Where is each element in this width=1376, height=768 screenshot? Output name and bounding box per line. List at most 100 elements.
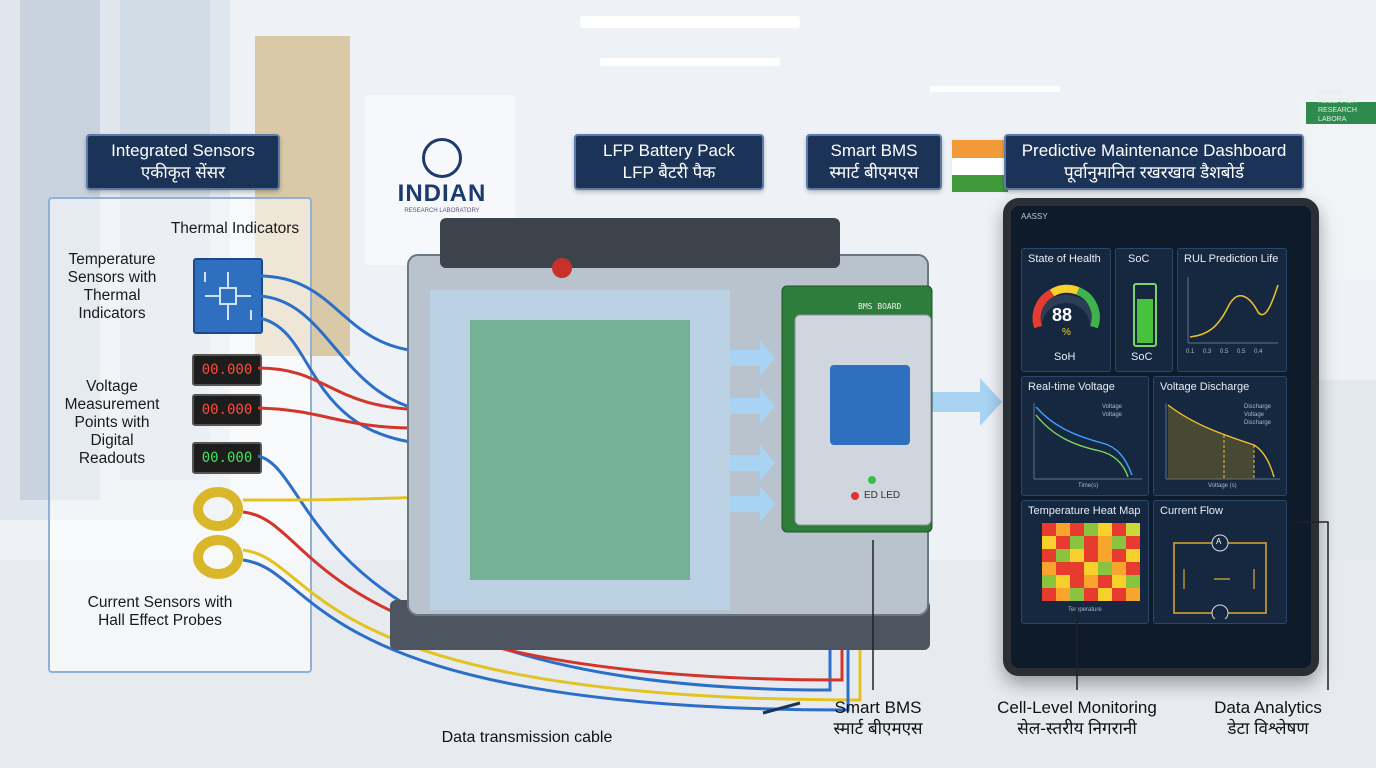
heat-map-cell — [1056, 523, 1070, 536]
rtv-legend-item: Voltage — [1102, 412, 1123, 418]
realtime-voltage-title: Real-time Voltage — [1028, 381, 1115, 393]
current-flow-title: Current Flow — [1160, 505, 1223, 517]
current-flow-circuit — [1173, 534, 1267, 619]
header-en: LFP Battery Pack — [603, 141, 735, 160]
rul-tick: 0.4 — [1254, 349, 1263, 355]
rul-tick: 0.1 — [1186, 349, 1195, 355]
heat-map-cell — [1112, 588, 1126, 601]
heat-map-cell — [1070, 523, 1084, 536]
heat-map-cell — [1126, 549, 1140, 562]
battery-pack-header: LFP Battery Pack LFP बैटरी पैक — [574, 134, 764, 190]
dashboard-tablet: AASSY State of Health 88 % SoH SoC SoC R… — [1003, 198, 1319, 676]
heat-map-cell — [1042, 575, 1056, 588]
heat-map-card[interactable]: Temperature Heat Map Temperature — [1021, 500, 1149, 624]
label-line: Thermal — [83, 287, 141, 304]
heat-map-cell — [1056, 549, 1070, 562]
header-hi: LFP बैटरी पैक — [622, 163, 716, 182]
soc-title: SoC — [1128, 253, 1150, 265]
heat-map-cell — [1098, 549, 1112, 562]
label-hi: सेल-स्तरीय निगरानी — [1017, 719, 1137, 738]
heat-map-cell — [1112, 575, 1126, 588]
heat-map-cell — [1112, 549, 1126, 562]
label-hi: स्मार्ट बीएमएस — [833, 719, 923, 738]
battery-level-icon — [1133, 283, 1157, 347]
label-line: Measurement — [64, 396, 160, 413]
voltage-discharge-card[interactable]: Voltage Discharge Discharge Voltage Disc… — [1153, 376, 1287, 496]
header-en: Integrated Sensors — [111, 141, 255, 160]
current-sensors-label: Current Sensors with Hall Effect Probes — [60, 594, 260, 630]
heat-map-cell — [1084, 562, 1098, 575]
heat-map-cell — [1042, 523, 1056, 536]
label-en: Cell-Level Monitoring — [997, 698, 1157, 717]
status-bar-text: AASSY — [1021, 212, 1048, 221]
soh-title: State of Health — [1028, 253, 1101, 265]
vd-legend-item: Discharge — [1244, 420, 1272, 426]
label-en: Smart BMS — [834, 698, 922, 717]
label-en: Data Analytics — [1214, 698, 1322, 717]
heat-map-cell — [1084, 523, 1098, 536]
rul-card[interactable]: RUL Prediction Life 0.1 0.3 0.5 0.5 0.4 — [1177, 248, 1287, 372]
rtv-legend: Voltage Voltage — [1102, 403, 1122, 419]
heat-map-cell — [1070, 575, 1084, 588]
arrows — [730, 340, 1002, 522]
heat-map-cell — [1112, 523, 1126, 536]
voltage-discharge-title: Voltage Discharge — [1160, 381, 1250, 393]
chakra-emblem — [422, 138, 462, 178]
heat-map-cell — [1056, 562, 1070, 575]
heat-map-cell — [1126, 562, 1140, 575]
wires — [242, 274, 862, 712]
temperature-sensors-label: Temperature Sensors with Thermal Indicat… — [52, 251, 172, 323]
bms-led-label: ED LED — [864, 490, 901, 501]
current-flow-card[interactable]: Current Flow A — [1153, 500, 1287, 624]
label-line: Hall Effect Probes — [98, 612, 222, 629]
heat-map-cell — [1126, 536, 1140, 549]
voltage-readout: 00.000 — [192, 394, 262, 426]
cell-monitoring-label: Cell-Level Monitoring सेल-स्तरीय निगरानी — [980, 697, 1174, 739]
label-line: Indicators — [78, 305, 146, 322]
soh-value: 88 — [1052, 305, 1073, 325]
rtv-legend-item: Voltage — [1102, 404, 1123, 410]
heat-map-cell — [1084, 536, 1098, 549]
rul-tick: 0.5 — [1237, 349, 1246, 355]
label-line: Temperature — [68, 251, 156, 268]
right-wall-sign-line: INDIAN RESEARCH — [1318, 89, 1357, 105]
dashboard-header: Predictive Maintenance Dashboard पूर्वान… — [1004, 134, 1304, 190]
heat-map-cell — [1112, 562, 1126, 575]
heat-map-cell — [1098, 588, 1112, 601]
soc-label: SoC — [1131, 351, 1153, 363]
label-line: Sensors with — [67, 269, 157, 286]
smart-bms-label: Smart BMS स्मार्ट बीएमएस — [818, 697, 938, 739]
heat-map-cell — [1126, 575, 1140, 588]
heat-map-cell — [1070, 588, 1084, 601]
bms-board-label: BMS BOARD — [858, 302, 902, 311]
soc-card[interactable]: SoC SoC — [1115, 248, 1173, 372]
voltage-points-label: Voltage Measurement Points with Digital … — [52, 378, 172, 468]
label-line: Current Sensors with — [87, 594, 233, 611]
heat-map-cell — [1042, 588, 1056, 601]
heat-map-cell — [1070, 549, 1084, 562]
battery-level-fill — [1137, 299, 1153, 343]
vd-legend-item: Discharge — [1244, 404, 1272, 410]
heat-map-cell — [1098, 575, 1112, 588]
vd-legend: Discharge Voltage Discharge — [1244, 403, 1271, 427]
soh-card[interactable]: State of Health 88 % SoH — [1021, 248, 1111, 372]
bms-board — [781, 285, 933, 533]
heat-map-cell — [1070, 536, 1084, 549]
heat-map-cell — [1098, 562, 1112, 575]
rul-curve — [1187, 277, 1279, 344]
indian-logo: INDIAN RESEARCH LABORATORY — [382, 138, 502, 214]
heat-map-cell — [1098, 523, 1112, 536]
vd-legend-item: Voltage — [1244, 412, 1265, 418]
cable-label: Data transmission cable — [441, 729, 613, 746]
right-wall-sign: INDIAN RESEARCH RESEARCH LABORA — [1318, 88, 1376, 124]
heat-map-cell — [1084, 549, 1098, 562]
indian-logo-subtext: RESEARCH LABORATORY — [404, 208, 480, 214]
heat-map-cell — [1098, 536, 1112, 549]
heat-map-cell — [1056, 536, 1070, 549]
rul-tick: 0.3 — [1203, 349, 1212, 355]
circuit-chip-icon — [204, 272, 252, 320]
heat-map-cell — [1126, 588, 1140, 601]
realtime-voltage-card[interactable]: Real-time Voltage Voltage Voltage Time(s… — [1021, 376, 1149, 496]
label-line: Digital — [90, 432, 134, 449]
